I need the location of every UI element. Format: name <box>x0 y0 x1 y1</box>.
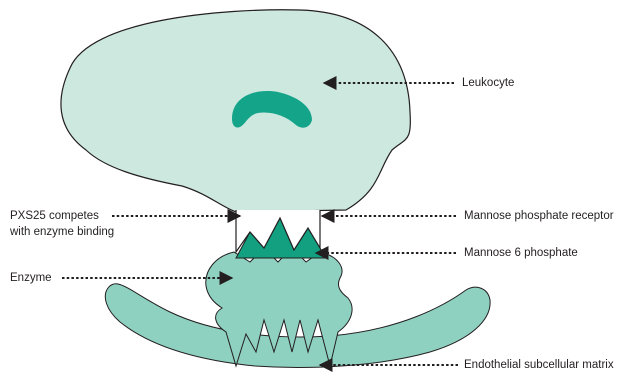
label-endothelial-matrix: Endothelial subcellular matrix <box>464 358 614 372</box>
label-pxs25-line1: PXS25 competes <box>10 209 99 223</box>
label-enzyme: Enzyme <box>10 271 52 285</box>
label-mannose-6-phosphate: Mannose 6 phosphate <box>464 246 578 260</box>
label-mannose-phosphate-receptor: Mannose phosphate receptor <box>464 209 614 223</box>
label-leukocyte: Leukocyte <box>462 76 514 90</box>
label-pxs25-line2: with enzyme binding <box>10 225 114 239</box>
